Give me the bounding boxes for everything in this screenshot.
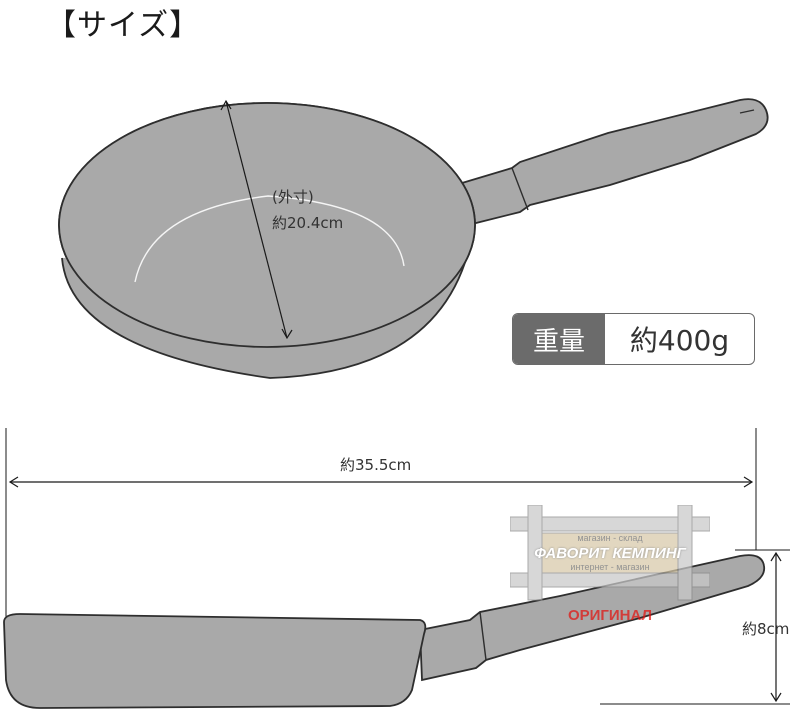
pan-top-handle bbox=[460, 98, 769, 226]
pan-top-view bbox=[58, 98, 769, 379]
weight-value: 約400g bbox=[629, 324, 730, 357]
watermark-line1: магазин - склад bbox=[577, 533, 643, 543]
height-label: 約8cm bbox=[742, 620, 790, 638]
watermark-line2: интернет - магазин bbox=[570, 562, 650, 572]
diameter-label-line2: 約20.4cm bbox=[272, 214, 344, 232]
weight-badge: 重量 約400g bbox=[512, 313, 755, 365]
pan-side-body bbox=[3, 613, 427, 709]
diameter-label-line1: (外寸) bbox=[272, 188, 314, 206]
diameter-dimension-line bbox=[225, 100, 288, 339]
watermark-stamp: ОРИГИНАЛ bbox=[567, 607, 653, 624]
watermark: магазин - склад ФАВОРИТ КЕМПИНГ интернет… bbox=[510, 505, 710, 635]
watermark-brand: ФАВОРИТ КЕМПИНГ bbox=[534, 545, 686, 562]
page-title: 【サイズ】 bbox=[46, 8, 201, 43]
watermark-frame-icon bbox=[510, 505, 710, 601]
length-label: 約35.5cm bbox=[340, 456, 412, 474]
pan-top-inner-rim bbox=[134, 195, 405, 283]
weight-key: 重量 bbox=[513, 314, 605, 364]
